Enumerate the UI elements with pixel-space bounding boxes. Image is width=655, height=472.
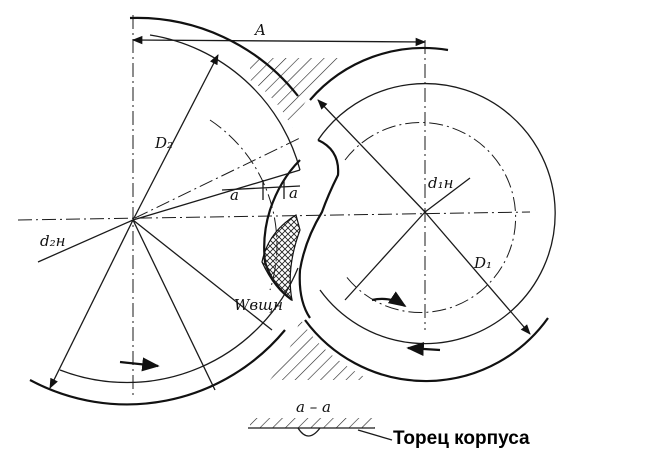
dimension-line-d2-lower bbox=[49, 219, 134, 389]
label-gear1-outer-diameter: D₁ bbox=[473, 254, 492, 272]
label-center-distance: A bbox=[253, 21, 266, 39]
radial-line-lower-2 bbox=[132, 219, 273, 331]
dimension-line-a bbox=[131, 35, 427, 47]
trapped-volume-area bbox=[261, 214, 301, 302]
gear1-root-circle bbox=[344, 122, 517, 313]
rotation-arrow-gear1 bbox=[406, 341, 441, 357]
section-detail-hatch bbox=[250, 418, 375, 428]
rotation-arrow-gear2 bbox=[119, 357, 160, 372]
gear1-pitch-circle bbox=[317, 82, 556, 345]
section-detail-groove bbox=[297, 427, 321, 437]
dimension-line-d1 bbox=[317, 99, 426, 213]
label-gear1-pitch-diameter: d₁н bbox=[428, 174, 454, 192]
gear1-outer-circle-lower bbox=[304, 317, 549, 383]
label-gear2-outer-diameter: D₂ bbox=[154, 134, 173, 152]
label-section-mark-left: a bbox=[230, 186, 239, 204]
housing-face-caption: Торец корпуса bbox=[393, 428, 530, 449]
radial-line-gear1 bbox=[344, 211, 426, 301]
center-line-diagonal bbox=[134, 137, 301, 219]
gear2-pitch-circle-lower bbox=[59, 267, 299, 384]
section-line-a-a bbox=[221, 185, 301, 191]
housing-bottom-hatch bbox=[270, 318, 370, 380]
label-gear2-pitch-diameter: d₂н bbox=[40, 232, 66, 250]
gear2-root-circle bbox=[209, 119, 278, 291]
dimension-line-d2 bbox=[132, 54, 219, 221]
gear2-outer-circle bbox=[129, 16, 299, 97]
radial-line-upper bbox=[132, 169, 301, 221]
gear1-outer-circle bbox=[309, 46, 449, 101]
label-section-mark-right: a bbox=[289, 184, 298, 202]
tooth-profile-right bbox=[298, 138, 340, 319]
label-section-title: a – a bbox=[296, 398, 331, 416]
radial-line-lower-1 bbox=[132, 219, 216, 391]
label-trapped-volume: Wвщн bbox=[234, 296, 283, 314]
gear2-outer-circle-lower bbox=[29, 329, 286, 406]
section-detail-leader bbox=[357, 429, 393, 441]
dimension-line-d1h bbox=[424, 177, 471, 213]
dimension-line-d2h bbox=[37, 219, 134, 263]
dimension-line-d1-lower bbox=[424, 211, 531, 335]
center-line-horizontal bbox=[17, 211, 531, 221]
gear2-pitch-circle bbox=[149, 34, 301, 171]
flow-arrow-gear1 bbox=[371, 291, 407, 307]
